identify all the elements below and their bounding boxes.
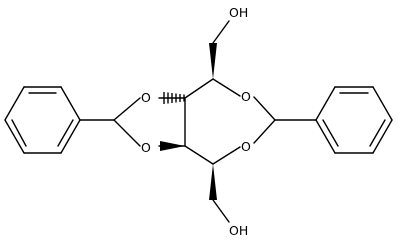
dioxepane-ring [184,78,276,165]
wedge-bond-junction-bottom [160,141,185,151]
atom-label-oh-bottom: OH [229,223,248,238]
atom-label-o-ring-bottom: O [241,139,251,154]
wedge-bond-top-ch2oh [209,43,217,79]
atom-label-o-ring-top: O [241,89,251,104]
left-phenyl-ring [4,86,81,154]
atom-label-oh-top: OH [229,5,248,20]
right-phenyl-ring [315,86,393,154]
wedge-bond-bottom-ch2oh [209,164,217,200]
dioxolane-ring [113,97,186,147]
hashed-bond-junction-top [163,92,185,104]
bond-ch2-oh-bottom [212,199,230,223]
bond-ch2-oh-top [212,20,230,44]
atom-label-o-dioxolane-top: O [141,90,151,105]
atom-label-o-dioxolane-bottom: O [141,140,151,155]
